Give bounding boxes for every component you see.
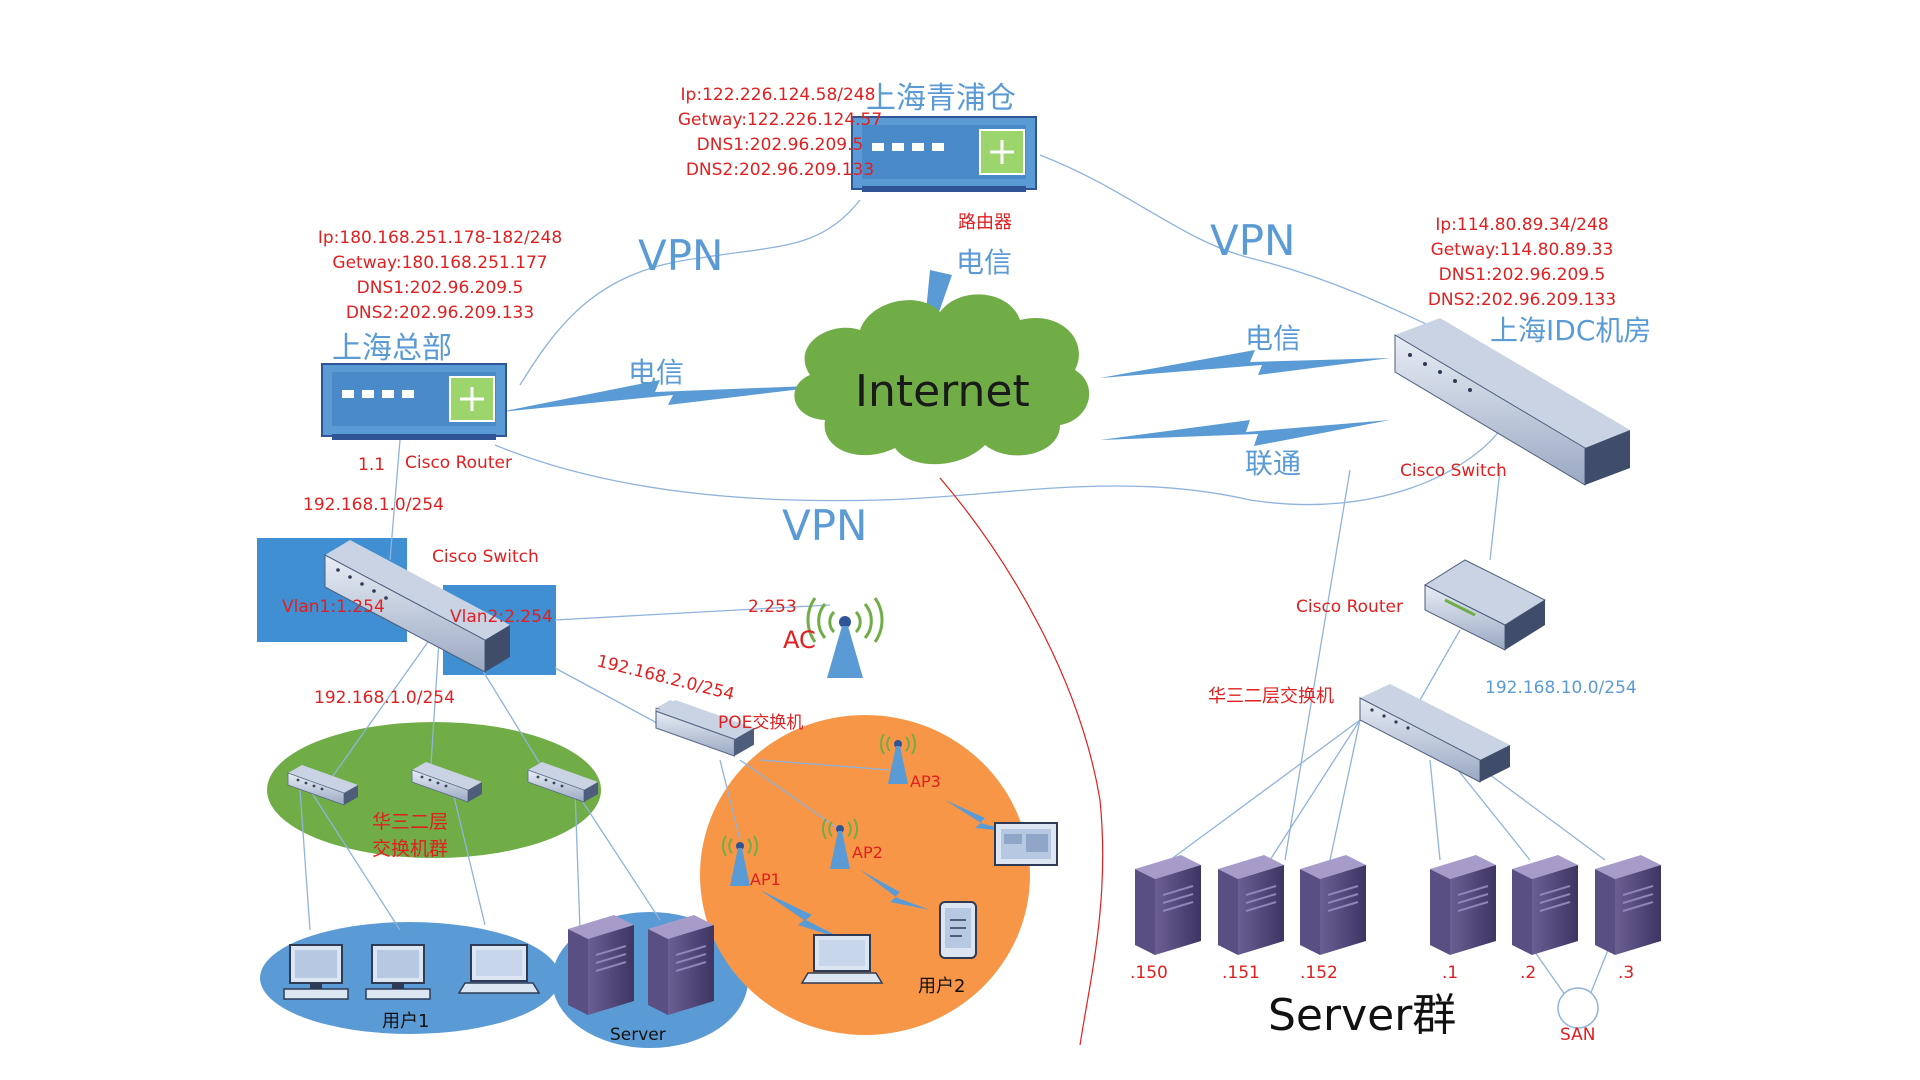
qingpu-router xyxy=(851,116,1037,192)
wireless-subnet-label: 192.168.2.0/254 xyxy=(595,651,737,704)
internet-label: Internet xyxy=(855,366,1030,417)
qingpu-gateway: Getway:122.226.124.57 xyxy=(678,110,882,130)
hq-subnet-top: 192.168.1.0/254 xyxy=(303,495,444,515)
hq-switch-label: Cisco Switch xyxy=(432,547,539,567)
vlan2-label: Vlan2:2.254 xyxy=(450,607,553,627)
vpn-label-1: VPN xyxy=(638,231,723,280)
idc-server-1-icon xyxy=(1429,854,1497,956)
user1-laptop-icon xyxy=(458,944,540,994)
vpn-label-2: VPN xyxy=(1210,216,1295,265)
idc-link-unicom: 联通 xyxy=(1245,447,1301,480)
ap3-label: AP3 xyxy=(910,772,941,791)
server-label-1: .1 xyxy=(1442,963,1458,983)
hq-server-1-icon xyxy=(567,914,635,1016)
server-label-2: .2 xyxy=(1520,963,1536,983)
idc-subnet-label: 192.168.10.0/254 xyxy=(1485,678,1637,698)
hq-subnet-bottom: 192.168.1.0/254 xyxy=(314,688,455,708)
user2-tablet-icon xyxy=(939,901,977,959)
hq-server-2-icon xyxy=(647,914,715,1016)
qingpu-dns2: DNS2:202.96.209.133 xyxy=(686,160,874,180)
idc-server-3-icon xyxy=(1594,854,1662,956)
idc-server-151-icon xyxy=(1217,854,1285,956)
ac-ip-label: 2.253 xyxy=(748,597,797,617)
qingpu-device: 路由器 xyxy=(958,212,1012,233)
user1-pc-2-icon xyxy=(365,944,431,1000)
hq-router-label: Cisco Router xyxy=(405,453,512,473)
poe-label: POE交换机 xyxy=(718,713,803,733)
idc-huasan-switch xyxy=(1359,684,1510,783)
server-label-3: .3 xyxy=(1618,963,1634,983)
idc-router-label: Cisco Router xyxy=(1296,597,1403,617)
qingpu-link: 电信 xyxy=(956,246,1012,279)
server-label-152: .152 xyxy=(1300,963,1338,983)
server-label-150: .150 xyxy=(1130,963,1168,983)
ac-label: AC xyxy=(783,626,816,654)
qingpu-title: 上海青浦仓 xyxy=(866,81,1016,116)
hq-server-label: Server xyxy=(610,1025,666,1045)
users1-label: 用户1 xyxy=(382,1011,429,1032)
users2-label: 用户2 xyxy=(918,976,965,997)
switch-group-label-2: 交换机群 xyxy=(372,838,448,860)
ap1-label: AP1 xyxy=(750,870,781,889)
idc-gateway: Getway:114.80.89.33 xyxy=(1431,240,1614,260)
server-label-151: .151 xyxy=(1222,963,1260,983)
idc-switch-label: Cisco Switch xyxy=(1400,461,1507,481)
idc-server-2-icon xyxy=(1511,854,1579,956)
ac-antenna-icon xyxy=(806,597,884,678)
user2-laptop-icon xyxy=(801,934,883,984)
idc-dns2: DNS2:202.96.209.133 xyxy=(1428,290,1616,310)
hq-router xyxy=(321,363,507,440)
idc-server-152-icon xyxy=(1299,854,1367,956)
wifi-links xyxy=(760,800,1015,940)
poe-switch-body xyxy=(655,700,754,757)
hq-cisco-switch xyxy=(324,540,510,673)
hq-dns1: DNS1:202.96.209.5 xyxy=(357,278,524,298)
vpn-label-3: VPN xyxy=(782,501,867,550)
user1-pc-1-icon xyxy=(283,944,349,1000)
san-icon xyxy=(1557,987,1599,1029)
vlan1-label: Vlan1:1.254 xyxy=(282,597,385,617)
server-group-title: Server群 xyxy=(1268,990,1456,1041)
idc-server-150-icon xyxy=(1134,854,1202,956)
hq-link: 电信 xyxy=(628,356,684,389)
qingpu-ip: Ip:122.226.124.58/248 xyxy=(681,85,876,105)
switch-group-label-1: 华三二层 xyxy=(372,811,448,833)
hq-ip: Ip:180.168.251.178-182/248 xyxy=(318,228,562,248)
wall-screen-icon xyxy=(994,822,1058,866)
hq-dns2: DNS2:202.96.209.133 xyxy=(346,303,534,323)
hq-gateway: Getway:180.168.251.177 xyxy=(332,253,547,273)
hq-title: 上海总部 xyxy=(332,331,452,366)
idc-dns1: DNS1:202.96.209.5 xyxy=(1439,265,1606,285)
idc-l3switch-label: 华三二层交换机 xyxy=(1208,686,1334,707)
ap2-label: AP2 xyxy=(852,843,883,862)
qingpu-dns1: DNS1:202.96.209.5 xyxy=(697,135,864,155)
internet-cloud: Internet xyxy=(794,294,1090,465)
idc-cisco-router xyxy=(1423,559,1547,651)
idc-link-telecom: 电信 xyxy=(1245,322,1301,355)
idc-title: 上海IDC机房 xyxy=(1490,314,1651,347)
hq-router-ip: 1.1 xyxy=(358,455,385,475)
idc-cisco-switch xyxy=(1394,318,1630,486)
idc-ip: Ip:114.80.89.34/248 xyxy=(1435,215,1608,235)
san-label: SAN xyxy=(1560,1025,1595,1045)
